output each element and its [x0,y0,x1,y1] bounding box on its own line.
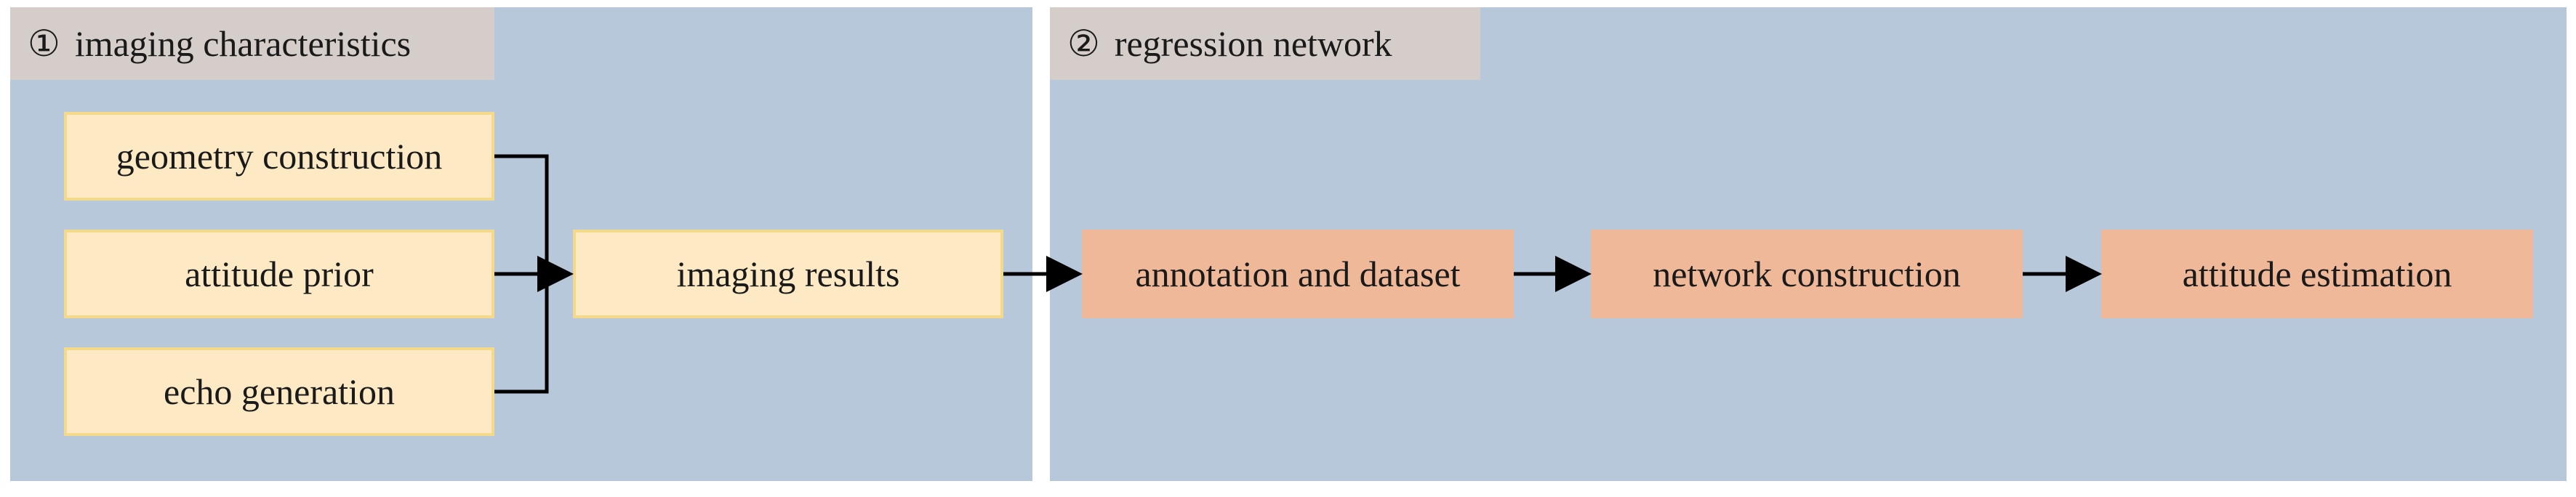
step-number-1: ① [28,23,60,64]
echo-generation-box: echo generation [64,347,494,436]
panel-tag-imaging: ① imaging characteristics [10,7,494,80]
panel-title-regression: regression network [1114,23,1392,64]
geometry-construction-box: geometry construction [64,112,494,201]
attitude-estimation-box: attitude estimation [2101,230,2533,318]
network-construction-box: network construction [1591,230,2023,318]
imaging-results-box: imaging results [573,230,1003,318]
panel-tag-regression: ② regression network [1050,7,1480,80]
panel-title-imaging: imaging characteristics [74,23,412,64]
step-number-2: ② [1067,23,1100,64]
annotation-dataset-box: annotation and dataset [1082,230,1514,318]
attitude-prior-box: attitude prior [64,230,494,318]
